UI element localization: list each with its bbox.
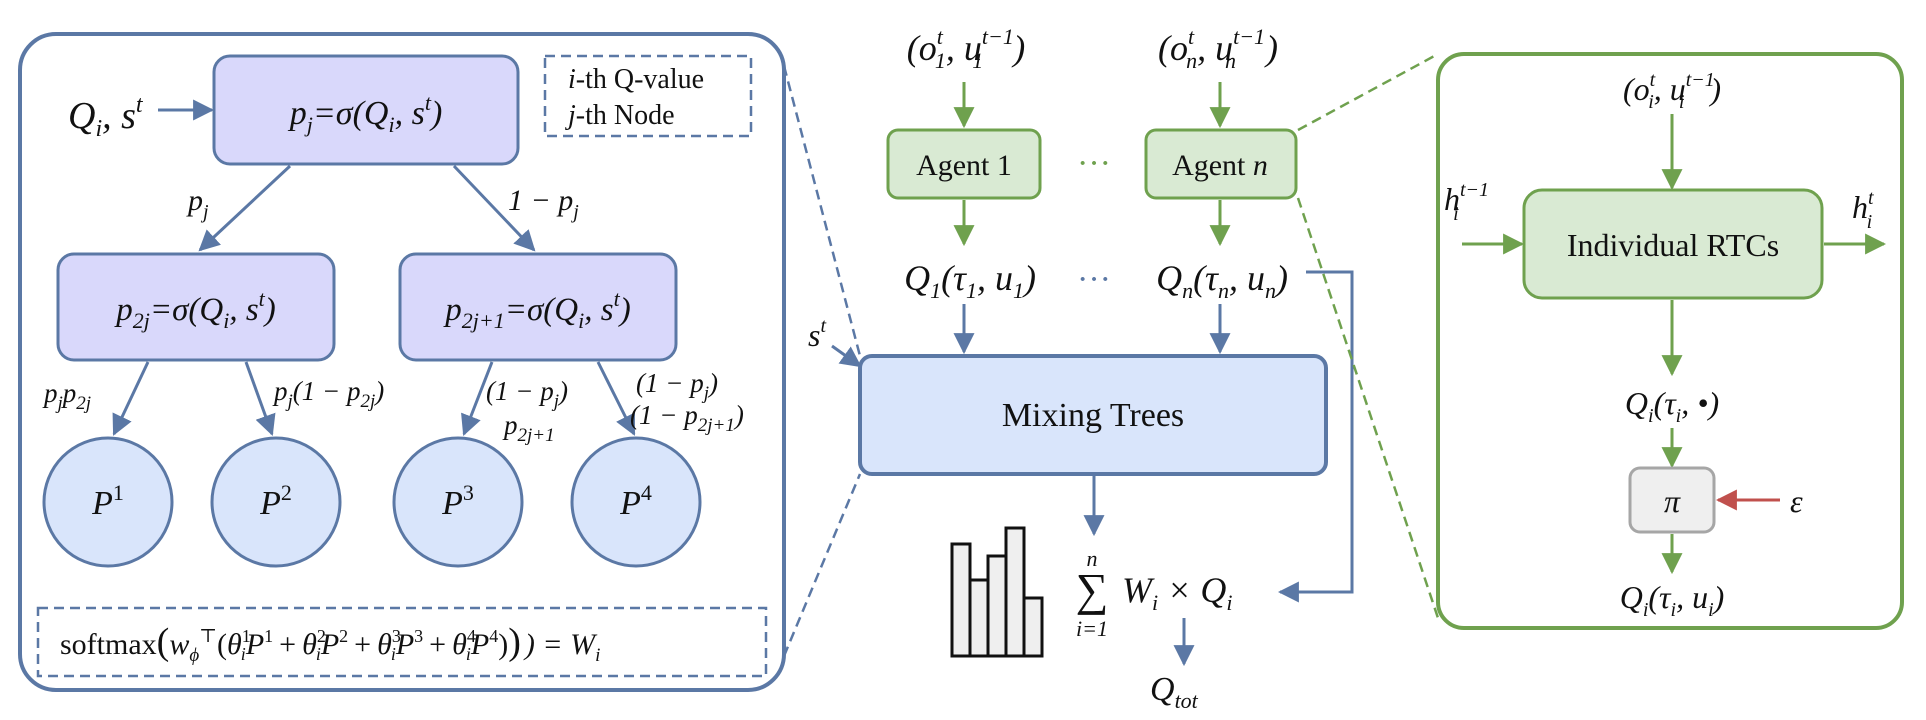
sum-lower-limit: i=1 bbox=[1076, 616, 1108, 641]
q-all-actions: Qi(τi, •) bbox=[1625, 385, 1719, 427]
edge-leaf-2-label: pj(1 − p2j) bbox=[272, 376, 384, 412]
agent-n-box bbox=[1144, 128, 1298, 200]
q-selected-action: Qi(τi, ui) bbox=[1620, 579, 1725, 621]
root-node bbox=[212, 54, 520, 166]
right-node-label: p2j+1=σ(Qi, st) bbox=[443, 286, 630, 333]
policy-label: π bbox=[1664, 483, 1681, 519]
qn-to-sum-arrow bbox=[1277, 270, 1354, 603]
leaf-4 bbox=[570, 436, 702, 568]
right-panel-frame bbox=[1436, 52, 1904, 630]
q-tot-label: Qtot bbox=[1150, 671, 1199, 713]
legend-line-2: j-th Node bbox=[565, 100, 675, 131]
edge-leaf-2 bbox=[244, 361, 276, 436]
left-panel-frame bbox=[18, 32, 786, 692]
mixing-trees-box bbox=[858, 354, 1328, 476]
epsilon-label: ε bbox=[1790, 483, 1803, 519]
leaf-1-label: P1 bbox=[91, 480, 124, 522]
agent-ellipsis: ··· bbox=[1077, 145, 1111, 182]
leaf-1 bbox=[42, 436, 174, 568]
sum-symbol: ∑ bbox=[1076, 564, 1109, 615]
tree-input-label: Qi, st bbox=[68, 92, 144, 142]
edge-leaf-3 bbox=[461, 361, 494, 436]
edge-leaf-3-label-line-1: (1 − pj) bbox=[486, 376, 568, 412]
agent-1-q-value: Q1(τ1, u1) bbox=[904, 258, 1036, 303]
edge-leaf-3-label-line-2: p2j+1 bbox=[502, 410, 555, 446]
sum-body: Wi × Qi bbox=[1122, 570, 1233, 615]
rtc-label: Individual RTCs bbox=[1567, 227, 1779, 263]
legend-box bbox=[543, 54, 753, 138]
edge-leaf-1-label: pjp2j bbox=[42, 378, 91, 414]
policy-box bbox=[1628, 466, 1716, 534]
edge-leaf-4 bbox=[596, 361, 636, 436]
agent-zoom-connector-top bbox=[1297, 52, 1439, 132]
sum-upper-limit: n bbox=[1087, 546, 1098, 571]
zoom-connector-bottom bbox=[782, 473, 862, 657]
leaf-3-label: P3 bbox=[441, 480, 474, 522]
agent-1-label: Agent 1 bbox=[916, 149, 1012, 182]
leaf-3 bbox=[392, 436, 524, 568]
zoom-connector-top bbox=[782, 65, 862, 357]
legend-line-1: i-th Q-value bbox=[568, 64, 704, 95]
agent-zoom-connector-bottom bbox=[1296, 197, 1440, 619]
edge-leaf-1 bbox=[112, 361, 150, 436]
root-node-label: pj=σ(Qi, st) bbox=[288, 90, 443, 137]
left-node bbox=[56, 252, 336, 362]
state-arrow bbox=[831, 344, 862, 368]
leaf-4-label: P4 bbox=[619, 480, 652, 522]
left-node-label: p2j=σ(Qi, st) bbox=[114, 286, 276, 333]
bar-chart-icon bbox=[950, 526, 1044, 658]
edge-root-left bbox=[198, 164, 292, 252]
agent-n-label: Agent n bbox=[1172, 149, 1268, 182]
edge-leaf-4-label-line-2: (1 − p2j+1) bbox=[630, 400, 744, 436]
formula-box bbox=[36, 606, 768, 678]
agent-n-q-value: Qn(τn, un) bbox=[1156, 258, 1288, 303]
rtc-box bbox=[1522, 188, 1824, 300]
mixing-trees-label: Mixing Trees bbox=[1002, 397, 1184, 434]
agent-1-box bbox=[886, 128, 1042, 200]
leaf-2-label: P2 bbox=[259, 480, 292, 522]
edge-root-right bbox=[452, 164, 536, 252]
edge-leaf-4-label-line-1: (1 − pj) bbox=[636, 368, 718, 404]
q-ellipsis: ··· bbox=[1077, 261, 1111, 298]
state-label: st bbox=[808, 315, 826, 353]
left-panel: Qi, st i-th Q-value j-th Node pj=σ(Qi, s… bbox=[18, 32, 786, 692]
leaf-2 bbox=[210, 436, 342, 568]
edge-root-right-label: 1 − pj bbox=[508, 184, 579, 223]
right-node bbox=[398, 252, 678, 362]
edge-root-left-label: pj bbox=[186, 184, 209, 223]
